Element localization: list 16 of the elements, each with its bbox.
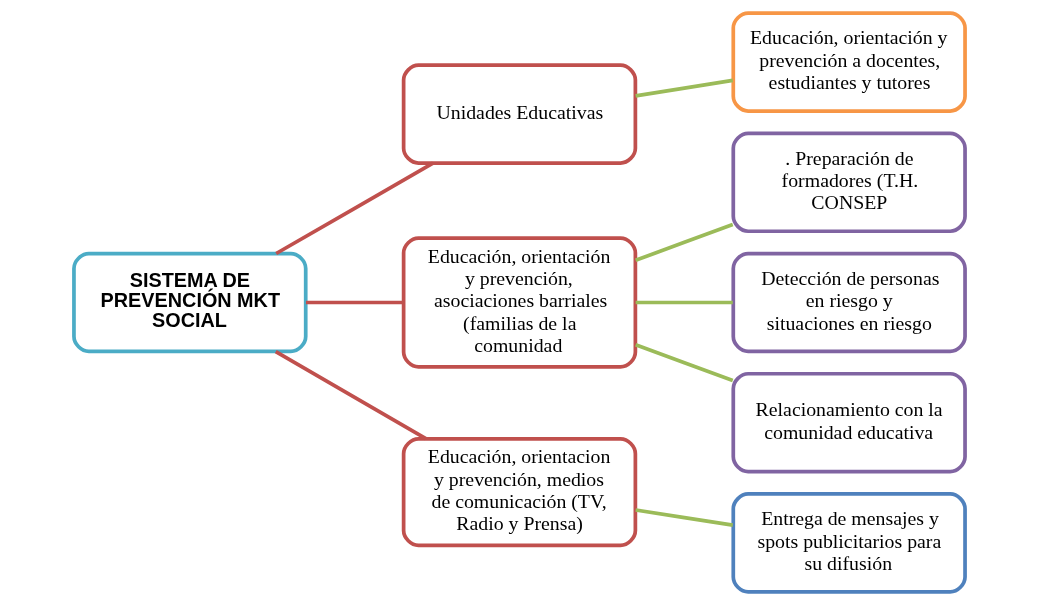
connector: [305, 300, 403, 305]
node-box: Detección de personas en riesgo y situaciones en riesgo: [730, 251, 967, 354]
node-box: SISTEMA DE PREVENCIÓN MKT SOCIAL: [71, 251, 308, 354]
node-box: Educación, orientación y prevención, asociaciones barriales (familias de la comunidad: [401, 236, 637, 369]
node-box: Educación, orientación y prevención a docentes, estudiantes y tutores: [730, 11, 967, 113]
connector: [634, 78, 733, 98]
connector: [634, 508, 733, 527]
connector: [634, 342, 733, 383]
connector: [274, 161, 434, 256]
connector: [635, 300, 733, 305]
node-box: Entrega de mensajes y spots publicitarios para su difusión: [730, 492, 967, 594]
connector: [634, 222, 733, 263]
node-box: Unidades Educativas: [401, 63, 637, 165]
node-box: Educación, orientacion y prevención, medios de comunicación (TV, Radio y Prensa): [401, 436, 637, 548]
node-box: Relacionamiento con la comunidad educativa: [730, 371, 967, 474]
node-box: . Preparación de formadores (T.H. CONSEP: [730, 131, 967, 234]
